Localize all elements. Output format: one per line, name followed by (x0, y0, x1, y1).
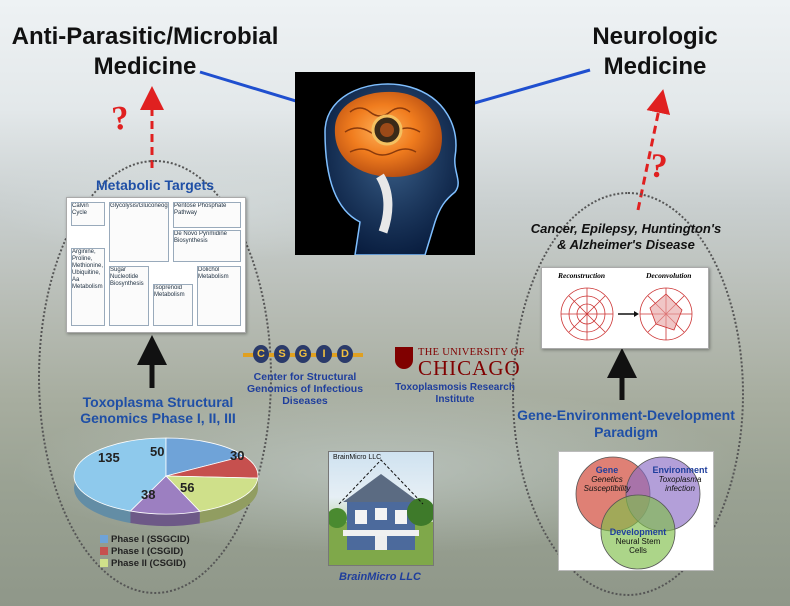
csgid-letter-tile: I (316, 345, 332, 363)
toxoplasma-structural-title: Toxoplasma Structural Genomics Phase I, … (80, 394, 236, 426)
map-box-sugar-nucleotide: Sugar Nucleotide Biosynthesis (109, 266, 149, 326)
paradigm-label: Gene-Environment-Development Paradigm (517, 407, 735, 440)
legend-label: Phase II (CSGID) (111, 558, 186, 569)
pie-slice-side (130, 511, 200, 526)
venn-development-sub: Neural Stem Cells (615, 537, 661, 555)
pie-slice-135 (73, 437, 167, 512)
brainmicro-house-photo: BrainMicro LLC (328, 451, 434, 566)
pie-label-56: 56 (180, 480, 195, 495)
pie-slice-50 (165, 437, 246, 477)
map-box-pyrimidine: De Novo Pyrimidine Biosynthesis (173, 230, 241, 262)
legend-label: Phase I (CSGID) (111, 546, 184, 557)
pie-slice-side (199, 478, 258, 524)
uchicago-caption: Toxoplasmosis Research Institute (395, 382, 515, 405)
venn-development-title: Development (609, 527, 667, 537)
uchicago-line1: THE UNIVERSITY OF (418, 347, 525, 358)
reconstruction-panel: Reconstruction Deconvolution (541, 267, 709, 349)
neurologic-heading: Neurologic Medicine (592, 23, 718, 80)
phase-pie-chart (73, 437, 259, 526)
diseases-label: Cancer, Epilepsy, Huntington's & Alzheim… (530, 221, 722, 252)
legend-label: Phase I (SSGCID) (111, 534, 190, 545)
pie-label-30: 30 (230, 448, 245, 463)
legend-phase-i-ssgcid: Phase I (SSGCID) (100, 534, 190, 545)
uchicago-line2: CHICAGO (418, 356, 521, 380)
venn-environment: Environment Toxoplasma infection (649, 465, 711, 494)
pie-label-50: 50 (150, 444, 165, 459)
map-box-pentose-phosphate: Pentose Phosphate Pathway (173, 202, 241, 228)
csgid-letter-tile: D (337, 345, 353, 363)
metabolic-map-panel: Calvin Cycle Glycolysis/Gluconeogenesis … (66, 197, 246, 333)
pie-slice-56 (165, 475, 259, 512)
red-dashed-arrow-right (636, 89, 671, 211)
venn-development: Development Neural Stem Cells (607, 527, 669, 556)
map-box-isoprenoid: Isoprenoid Metabolism (153, 284, 193, 326)
map-box-calvin-cycle: Calvin Cycle (71, 202, 105, 226)
brain-image (295, 72, 475, 255)
legend-phase-i-csgid: Phase I (CSGID) (100, 546, 183, 557)
csgid-letter-tile: G (295, 345, 311, 363)
deconvolution-title: Deconvolution (646, 271, 692, 280)
venn-environment-sub: Toxoplasma infection (658, 475, 702, 493)
map-box-dolichol: Dolichol Metabolism (197, 266, 241, 326)
legend-swatch (100, 547, 108, 556)
pie-label-38: 38 (141, 487, 156, 502)
uchicago-shield-icon (395, 347, 413, 369)
venn-circles (575, 456, 701, 570)
brainmicro-photo-label: BrainMicro LLC (333, 454, 382, 461)
csgid-caption: Center for Structural Genomics of Infect… (246, 371, 364, 407)
pie-slice-38 (129, 475, 201, 515)
legend-phase-ii-csgid: Phase II (CSGID) (100, 558, 186, 569)
map-box-glycolysis: Glycolysis/Gluconeogenesis (109, 202, 169, 262)
metabolic-targets-label: Metabolic Targets (96, 177, 214, 193)
left-dotted-ellipse (38, 160, 272, 594)
reconstruction-radial-diagrams (560, 287, 693, 341)
legend-swatch (100, 535, 108, 544)
csgid-letter-tile: C (253, 345, 269, 363)
csgid-letter-tile: S (274, 345, 290, 363)
reconstruction-title: Reconstruction (558, 271, 606, 280)
brainmicro-caption: BrainMicro LLC (339, 571, 421, 583)
venn-environment-title: Environment (652, 465, 708, 475)
pie-label-135: 135 (98, 450, 120, 465)
venn-gene-title: Gene (595, 465, 619, 475)
map-box-amino-acid: Arginine, Proline, Methionine, Ubiquitin… (71, 248, 105, 326)
legend-swatch (100, 559, 108, 568)
anti-parasitic-heading: Anti-Parasitic/Microbial Medicine (11, 23, 279, 80)
venn-diagram: Gene Genetics Susceptibility Environment… (558, 451, 714, 571)
right-dotted-ellipse (512, 192, 744, 596)
venn-gene-sub: Genetics Susceptibility (583, 475, 631, 493)
venn-gene: Gene Genetics Susceptibility (577, 465, 637, 494)
